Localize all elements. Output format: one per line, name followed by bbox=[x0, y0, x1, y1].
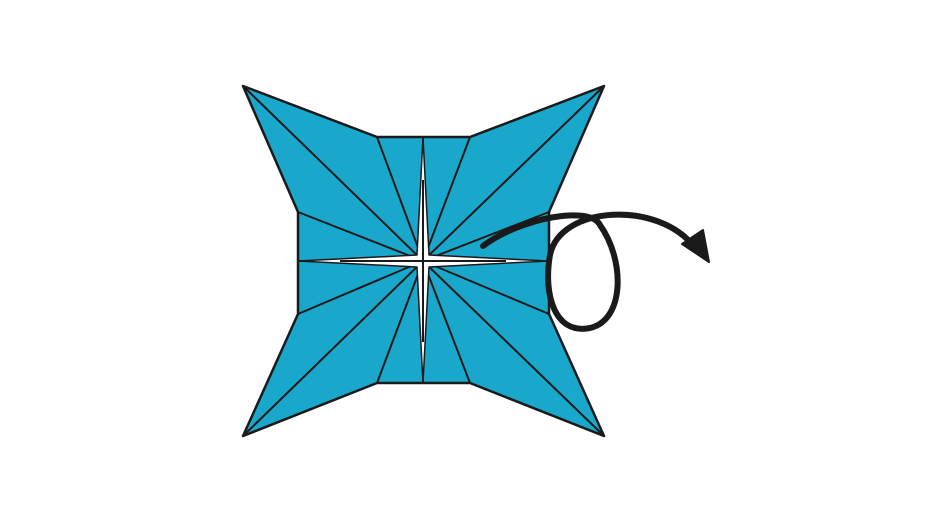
edge-crease bbox=[469, 85, 605, 138]
crease-line bbox=[242, 85, 424, 262]
turn-over-arrow-icon bbox=[480, 211, 710, 332]
edge-crease bbox=[242, 382, 378, 437]
arrow-loop-path bbox=[480, 211, 698, 332]
crease-line bbox=[422, 211, 550, 262]
crease-line bbox=[422, 136, 471, 262]
crease-line bbox=[242, 260, 424, 437]
crease-line bbox=[422, 260, 605, 437]
crease-line bbox=[422, 260, 471, 384]
edge-crease bbox=[469, 382, 605, 437]
crease-line bbox=[422, 85, 605, 262]
crease-line bbox=[297, 211, 424, 262]
arrow-head bbox=[681, 229, 710, 263]
crease-line bbox=[376, 136, 424, 262]
edge-crease bbox=[242, 85, 378, 138]
origami-star-shape bbox=[241, 84, 606, 438]
crease-line bbox=[297, 260, 424, 315]
crease-line bbox=[422, 260, 550, 315]
crease-line bbox=[376, 260, 424, 384]
